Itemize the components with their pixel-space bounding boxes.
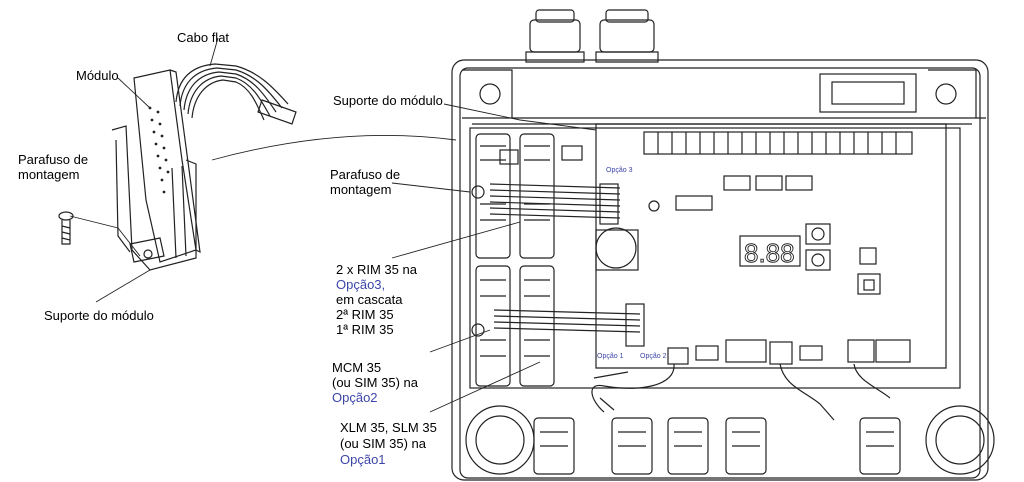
xlm-label-line3: Opção1 [340,452,386,467]
mcm-label-line2: (ou SIM 35) na [332,375,418,390]
mcm-label-line3: Opção2 [332,390,378,405]
main-board: 8.88 [595,123,947,369]
rim-label-line3: em cascata [336,292,403,307]
board-label-opcao1: Opção 1 [597,353,624,360]
rim-label-line4: 2ª RIM 35 [336,307,394,322]
rim-label-line5: 1ª RIM 35 [336,322,394,337]
suporte-right-label: Suporte do módulo [333,93,443,108]
suporte-left-label: Suporte do módulo [44,308,154,323]
xlm-label-line1: XLM 35, SLM 35 [340,420,437,435]
bottom-wiring [591,363,891,421]
parafuso-left-label-line1: Parafuso de [18,152,89,167]
bottom-glands [465,405,995,475]
module-pcb-dots [148,106,170,194]
mcm-label-line1: MCM 35 [332,360,382,375]
parafuso-right-label-line2: montagem [330,182,392,197]
module-assembly [111,63,297,271]
leader-lines [69,37,597,413]
cabo-flat-label: Cabo flat [177,30,230,45]
parafuso-right-label-line1: Parafuso de [330,167,401,182]
xlm-label-line2: (ou SIM 35) na [340,436,426,451]
board-label-opcao3: Opção 3 [606,167,633,174]
svg-text:8.88: 8.88 [744,238,795,268]
rim-label-line2: Opção3, [336,277,386,292]
option-slots [471,133,641,387]
enclosure [451,9,989,481]
board-label-opcao2: Opção 2 [640,353,667,360]
modulo-label: Módulo [76,68,119,83]
mounting-screw [58,211,74,245]
rim-label-line1: 2 x RIM 35 na [336,262,417,277]
parafuso-left-label-line2: montagem [18,167,80,182]
